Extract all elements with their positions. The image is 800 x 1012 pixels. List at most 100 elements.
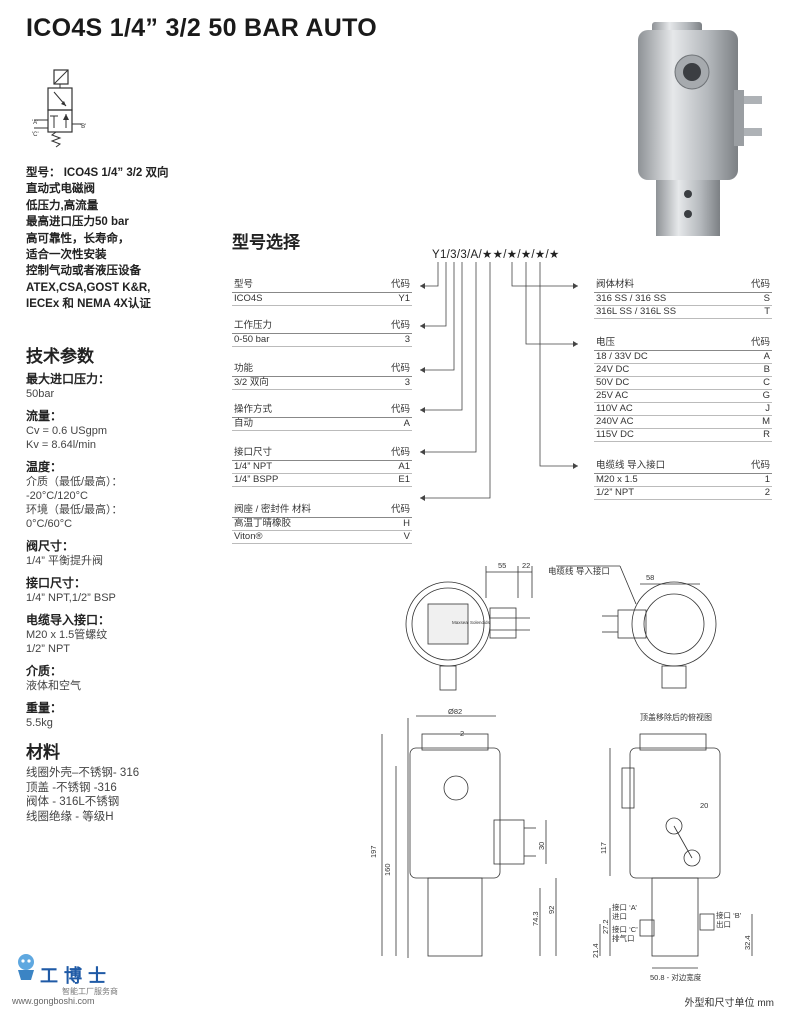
table-head-code: 代码 [390,320,410,331]
table-cell-code: M [762,416,770,427]
table-cell: M20 x 1.5 [596,474,638,485]
table-cell-code: 1 [764,474,770,485]
spec-label: 温度： [26,460,63,474]
table-head-code: 代码 [390,279,410,290]
selection-connectors [420,262,578,501]
dim-58: 58 [646,573,654,582]
port-c-sub: 排气口 [612,933,635,943]
spec-group: 最大进口压力： 50bar [26,370,216,401]
spec-label: 重量： [26,701,63,715]
table-cell-code: J [765,403,770,414]
table-head-code: 代码 [390,363,410,374]
specs-heading: 技术参数 [26,347,94,366]
material-item: 顶盖 -不锈钢 -316 [26,781,117,794]
material-item: 线圈外壳–不锈钢- 316 [26,767,140,779]
materials-heading: 材料 [26,743,60,762]
spec-value: 1/2” NPT [26,643,71,655]
spec-group: 流量： Cv = 0.6 USgpm Kv = 8.64l/min [26,407,216,452]
intro-line: 适合一次性安装 [26,249,107,262]
table-cell: 1/4” BSPP [234,474,279,485]
intro-line: 控制气动或者液压设备 [26,265,141,278]
dim-22: 22 [522,561,530,570]
dim-160: 160 [383,863,392,876]
spec-label: 最大进口压力： [26,372,111,386]
table-head: 阀体材料 [596,279,635,290]
spec-value: 5.5kg [26,717,53,729]
spec-label: 介质： [26,664,63,678]
dim-27-2: 27.2 [601,919,610,934]
nameplate-text: Maxseal Solenoids [452,620,491,625]
spec-value: 环境（最低/最高）： [26,504,123,516]
table-pressure: 工作压力 代码 0-50 bar 3 [232,320,412,347]
spec-group: 介质： 液体和空气 [26,662,216,693]
logo-mascot-icon [18,954,34,980]
table-cell-code: 3 [404,334,410,345]
table-cell-code: R [763,429,770,440]
port-c-label: 接口 ‘C’ [612,924,638,934]
table-head: 型号 [234,279,254,290]
table-head-code: 代码 [750,279,770,290]
table-cell-code: A [763,351,770,362]
dim-21-4: 21.4 [591,943,600,958]
model-code: Y1/3/3/A/★★/★/★/★/★ [432,249,560,261]
table-cell: 25V AC [596,390,629,401]
product-intro: 型号： ICO4S 1/4” 3/2 双向 直动式电磁阀 低压力,高流量 最高进… [26,165,169,313]
spec-value: 50bar [26,388,55,400]
table-head-code: 代码 [750,460,770,471]
spec-label: 电缆导入接口： [26,613,111,627]
table-cell: Viton® [234,531,263,542]
intro-line: IECEx 和 NEMA 4X认证 [26,298,151,311]
spec-value: 1/4” 平衡提升阀 [26,555,104,567]
spec-value: 1/4” NPT,1/2” BSP [26,592,116,604]
table-cell: 0-50 bar [234,334,270,345]
table-cell: 18 / 33V DC [596,351,648,362]
table-row: 0-50 bar 3 [232,334,412,347]
spec-group: 接口尺寸： 1/4” NPT,1/2” BSP [26,574,216,605]
table-cell-code: B [763,364,770,375]
table-cell: 240V AC [596,416,634,427]
dimension-drawings: 55 22 58 电缆线 导入接口 顶盖移除后的俯视图 Ø82 Maxseal … [369,561,753,982]
intro-line: 低压力,高流量 [26,199,99,212]
symbol-b-label: 'B' [80,124,86,130]
table-cell: 3/2 双向 [234,377,269,388]
spec-value: 介质（最低/最高）： [26,476,123,488]
dim-92: 92 [547,906,556,914]
table-cell: 高温丁晴橡胶 [234,518,292,529]
table-cell-code: A [403,418,410,429]
spec-value: Cv = 0.6 USgpm [26,425,108,437]
spec-value: M20 x 1.5管螺纹 [26,629,108,641]
spec-value: -20°C/120°C [26,490,88,502]
table-row: M20 x 1.5 1 [594,474,772,487]
spec-value: 0°C/60°C [26,518,73,530]
table-cell-code: E1 [398,474,410,485]
table-row: 1/4” BSPP E1 [232,474,412,487]
spec-value: Kv = 8.64l/min [26,439,97,451]
intro-line: 高可靠性，长寿命， [26,232,130,245]
symbol-a-label: 'A' [32,120,38,126]
intro-line: 最高进口压力50 bar [26,216,129,229]
table-head: 工作压力 [234,320,273,331]
table-head: 功能 [234,363,254,374]
units-note: 外型和尺寸单位 mm [684,998,774,1009]
cable-entry-label: 电缆线 导入接口 [548,566,610,576]
valve-symbol-diagram: 'A' 'C' 'B' [32,69,86,148]
table-cell: 115V DC [596,429,634,440]
logo-tagline: 智能工厂服务商 [62,987,118,996]
port-b-sub: 出口 [716,919,731,929]
table-cell: 50V DC [596,377,630,388]
product-photo [638,22,762,236]
dim-197: 197 [369,845,378,858]
table-cell: 1/4” NPT [234,461,273,472]
table-cell: 24V DC [596,364,630,375]
table-row: Viton®V [232,531,412,544]
table-row: 18 / 33V DC A [594,351,772,364]
table-cell-code: C [763,377,770,388]
table-head: 电缆线 导入接口 [596,460,666,471]
selection-heading: 型号选择 [232,233,300,252]
